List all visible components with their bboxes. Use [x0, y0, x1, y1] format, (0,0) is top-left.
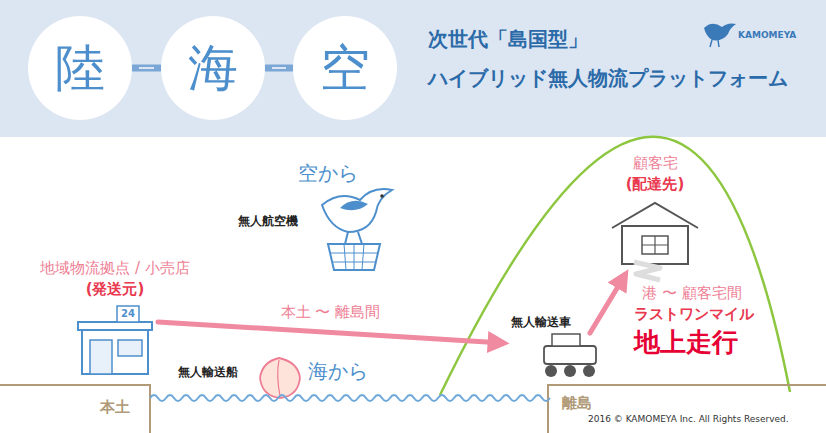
island-ground: [548, 385, 826, 433]
drone-basket: [328, 244, 380, 270]
node-text: (配達先): [626, 174, 685, 196]
vehicle-node: 無人輸送車: [505, 335, 600, 379]
house-window: [642, 236, 668, 254]
sea-wave: [150, 395, 550, 401]
drone-eye: [380, 194, 384, 198]
mode-circle: 空: [293, 16, 397, 120]
drone-wing: [340, 201, 368, 210]
link-slot: [139, 67, 154, 69]
vehicle-wheel: [564, 365, 576, 377]
vehicle-wheel: [545, 365, 557, 377]
flow-arrow: [590, 275, 625, 333]
node-heading: 無人輸送車: [511, 314, 571, 331]
copyright-note: 2016 © KAMOMEYA Inc. All Rights Reserved…: [588, 414, 789, 426]
route-note: ラストワンマイル: [634, 305, 754, 325]
flow-arrow: [158, 322, 503, 343]
link-slot: [272, 67, 286, 69]
link-connector: [133, 65, 160, 72]
store-door: [90, 340, 112, 374]
node-text: 地域物流拠点 / 小売店: [40, 258, 190, 280]
mode-circle: 陸: [28, 16, 132, 120]
land-name: 離島: [562, 394, 592, 414]
edge-label: 本土 〜 離島間: [278, 303, 384, 323]
node-text: 無人輸送車: [511, 314, 571, 331]
store-window: [118, 340, 142, 356]
house-node: 顧客宅(配達先): [620, 200, 690, 265]
link-connector: [266, 65, 292, 72]
store-sign: [117, 306, 139, 322]
store-node: 地域物流拠点 / 小売店(発送元): [80, 305, 150, 375]
mainland-ground: [0, 385, 150, 433]
store-sign-number: 24: [121, 307, 135, 320]
node-heading: 地域物流拠点 / 小売店(発送元): [40, 258, 190, 302]
drone-legs: [345, 232, 362, 244]
vehicle-name: 無人航空機: [238, 214, 298, 230]
sea-waves: [150, 395, 550, 401]
vehicle-body: [544, 346, 596, 364]
node-text: (発送元): [40, 279, 190, 301]
house-roof: [612, 203, 698, 228]
route-heading: 空から: [298, 160, 358, 186]
house-window-cross: [642, 236, 668, 254]
store-roof: [78, 322, 152, 330]
island-hill: [440, 137, 790, 395]
store-building: [82, 328, 148, 374]
house-wall: [622, 226, 688, 264]
drone-bird: [322, 189, 392, 232]
peach-ship: [260, 358, 300, 398]
node-text: 海: [188, 41, 238, 96]
header-band: [0, 0, 826, 137]
trail-zigzag: [634, 262, 660, 280]
peach-seam: [278, 360, 280, 396]
node-text: 陸: [55, 41, 105, 96]
route-note: 港 〜 顧客宅間: [642, 284, 742, 304]
logo-bird-legs: [710, 40, 719, 47]
node-text: 空: [320, 41, 370, 96]
land-name: 本土: [100, 398, 130, 418]
route-heading: 海から: [308, 358, 368, 384]
logo-bird: [704, 23, 736, 40]
node-heading: 顧客宅(配達先): [626, 153, 685, 197]
vehicle-box: [552, 334, 580, 346]
vehicle-name: 無人輸送船: [178, 365, 238, 381]
logo-text: KAMOMEYA: [738, 30, 796, 42]
drone-basket-grid: [331, 244, 377, 270]
mode-circle: 海: [161, 16, 265, 120]
route-emphasis: 地上走行: [634, 326, 738, 360]
vehicle-wheel: [583, 365, 595, 377]
node-text: 顧客宅: [626, 153, 685, 175]
